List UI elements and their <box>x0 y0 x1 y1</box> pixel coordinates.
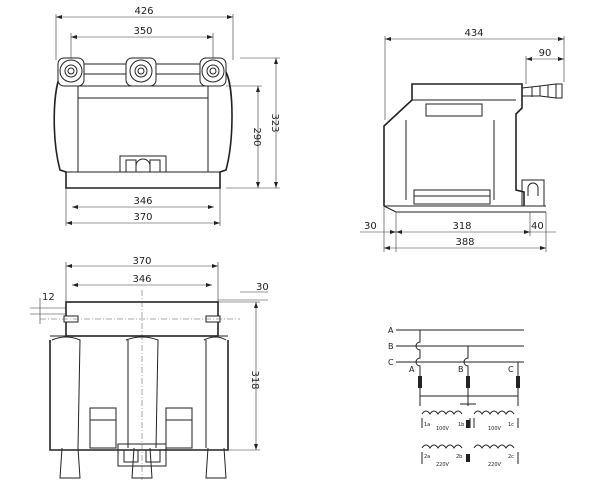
primary-terminal-1a: 1a <box>424 422 430 428</box>
dim-front-bushing-span: 350 <box>133 26 152 37</box>
wiring-diagram: A B C A B C 1a 100V 1b 100V 1c 2a 220V 2… <box>388 326 524 468</box>
dim-front-overall-width: 426 <box>134 6 153 17</box>
top-view-feet <box>59 443 227 479</box>
dim-top-depth: 318 <box>249 370 260 389</box>
dim-side-mounting: 318 <box>452 221 471 232</box>
dim-front-base-inner: 346 <box>133 196 152 207</box>
dim-front-overall-height: 323 <box>269 113 280 132</box>
front-bushing-right <box>199 57 227 87</box>
dim-side-bushing-offset: 90 <box>539 48 552 59</box>
dim-side-overall-length: 434 <box>464 28 483 39</box>
dim-front-body-height: 290 <box>251 127 262 146</box>
bus-label-a: A <box>388 326 394 335</box>
top-view: 370 346 12 30 <box>30 256 269 480</box>
dim-top-edge-offset: 30 <box>256 282 269 293</box>
dim-side-right-overhang: 40 <box>531 221 544 232</box>
secondary-terminal-2b: 2b <box>456 454 462 460</box>
secondary-terminal-2a: 2a <box>424 454 430 460</box>
side-bushing <box>521 83 563 99</box>
primary-terminal-1c: 1c <box>508 422 514 428</box>
front-view: 426 350 <box>53 6 280 226</box>
front-bushing-center <box>125 57 157 87</box>
side-view: 434 90 30 <box>360 28 565 252</box>
dim-side-base-length: 388 <box>455 237 474 248</box>
secondary-terminal-2c: 2c <box>508 454 514 460</box>
terminal-label-a: A <box>409 365 415 374</box>
primary-voltage-label-2: 100V <box>488 426 502 432</box>
secondary-voltage-label-2: 220V <box>488 462 502 468</box>
front-bushing-left <box>57 57 85 87</box>
dim-side-left-overhang: 30 <box>364 221 377 232</box>
dim-front-base-outer: 370 <box>133 212 152 223</box>
secondary-voltage-label: 220V <box>436 462 450 468</box>
primary-terminal-1b: 1b <box>458 422 464 428</box>
terminal-label-b: B <box>458 365 464 374</box>
dim-top-outer-width: 370 <box>132 256 151 267</box>
dim-top-inner-width: 346 <box>132 274 151 285</box>
bus-label-b: B <box>388 342 394 351</box>
primary-voltage-label: 100V <box>436 426 450 432</box>
bus-label-c: C <box>388 358 394 367</box>
terminal-label-c: C <box>508 365 514 374</box>
dim-top-slot: 12 <box>42 292 55 303</box>
